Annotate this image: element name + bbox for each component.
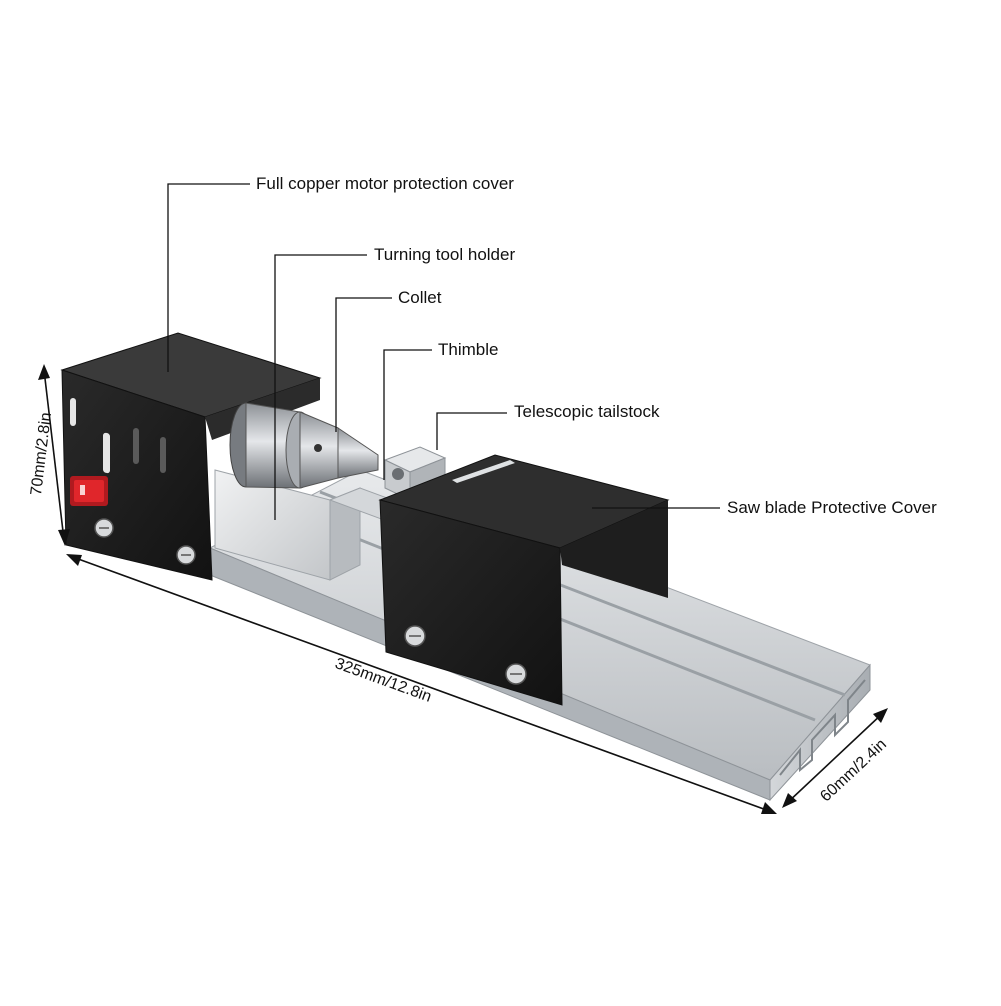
- arrow-head-icon: [873, 708, 888, 723]
- label-tool-holder: Turning tool holder: [374, 245, 516, 264]
- arrow-head-icon: [761, 802, 777, 814]
- label-saw-cover: Saw blade Protective Cover: [727, 498, 937, 517]
- drill-chuck: [229, 402, 379, 489]
- vent-slot: [133, 428, 139, 464]
- arrow-head-icon: [58, 529, 70, 546]
- label-motor-cover: Full copper motor protection cover: [256, 174, 514, 193]
- vent-slot: [70, 398, 76, 426]
- leader-tailstock: [436, 412, 507, 450]
- callout-leaders: [167, 183, 720, 520]
- arrow-head-icon: [782, 793, 797, 808]
- dimension-arrows: [38, 364, 888, 814]
- leader-tool-holder: [274, 254, 367, 520]
- width-dimension-line: [785, 711, 885, 805]
- saw-cover-housing: [378, 454, 670, 706]
- arrow-head-icon: [38, 364, 50, 380]
- label-collet: Collet: [398, 288, 442, 307]
- length-dimension-line: [69, 555, 773, 813]
- leader-thimble: [383, 349, 432, 480]
- vent-slot: [103, 432, 110, 474]
- leader-collet: [335, 297, 392, 432]
- height-dimension-line: [43, 369, 65, 541]
- label-thimble: Thimble: [438, 340, 499, 359]
- arrow-head-icon: [66, 554, 82, 566]
- label-tailstock: Telescopic tailstock: [514, 402, 660, 421]
- vent-slot: [160, 437, 166, 473]
- leader-motor-cover: [167, 183, 250, 372]
